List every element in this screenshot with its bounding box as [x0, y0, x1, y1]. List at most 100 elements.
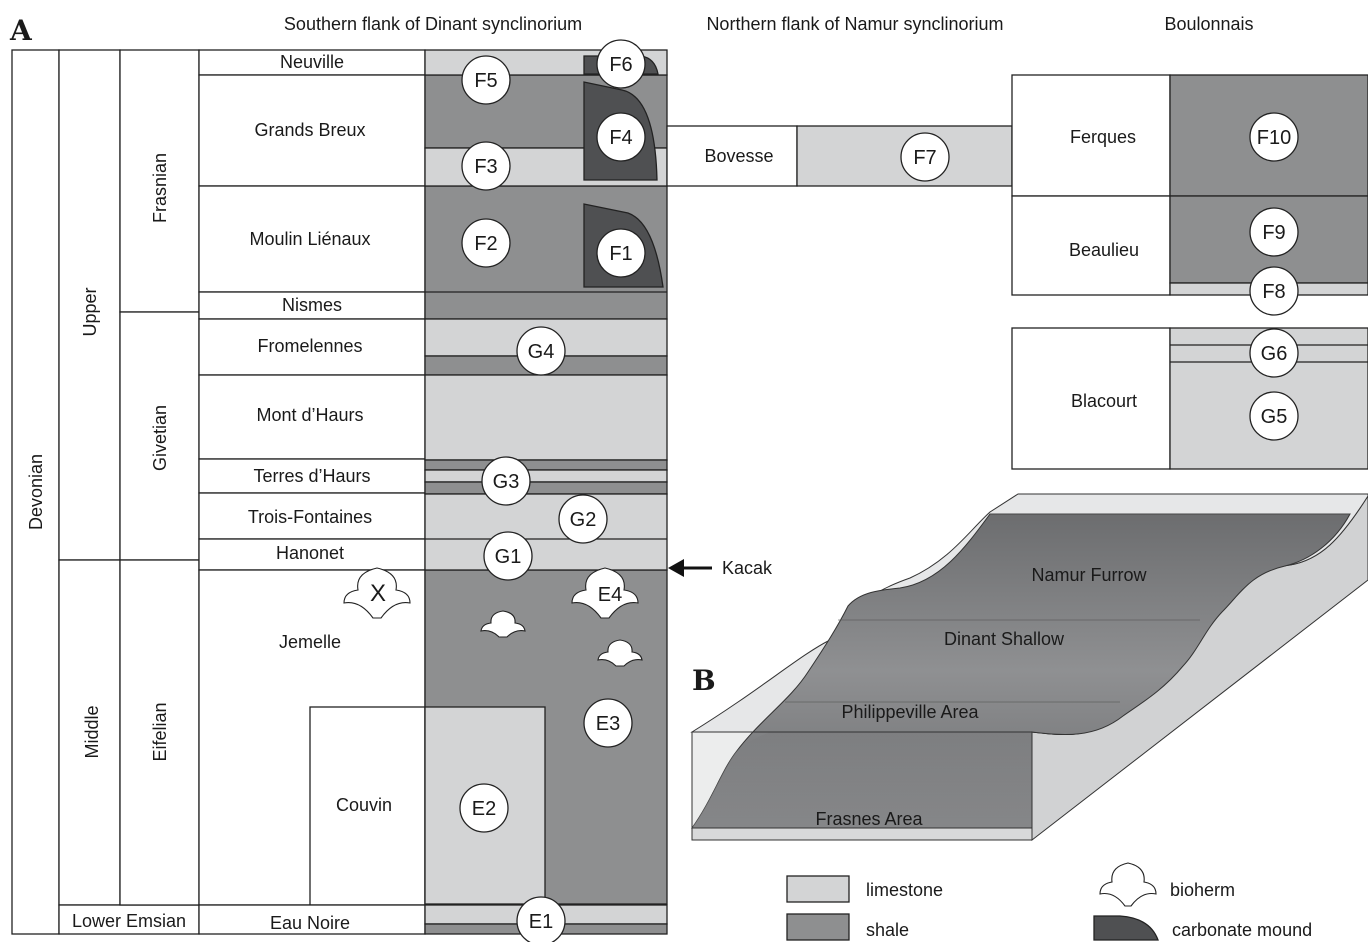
formation-beaulieu: Beaulieu [1069, 240, 1139, 260]
panel-b-label: B [692, 664, 716, 697]
svg-text:F3: F3 [474, 156, 497, 178]
formation-mont-dhaurs: Mont d’Haurs [256, 405, 363, 425]
svg-text:E4: E4 [598, 584, 622, 606]
header-namur: Northern flank of Namur synclinorium [706, 14, 1003, 34]
svg-text:F5: F5 [474, 70, 497, 92]
site-marker-f5: F5 [461, 55, 511, 105]
series-middle-cell [58, 559, 121, 906]
site-marker-f8: F8 [1249, 266, 1299, 316]
bioherm-large-x [343, 567, 411, 619]
block-label-namur-furrow: Namur Furrow [1031, 565, 1147, 585]
site-marker-f10: F10 [1249, 112, 1299, 162]
system-label: Devonian [26, 454, 46, 530]
site-marker-g4: G4 [516, 326, 566, 376]
svg-text:F4: F4 [609, 127, 632, 149]
svg-text:F8: F8 [1262, 281, 1285, 303]
formation-moulin-lienaux: Moulin Liénaux [249, 229, 370, 249]
bioherm-small [597, 639, 643, 667]
lower-emsian-label: Lower Emsian [72, 911, 186, 931]
series-upper-cell [58, 49, 121, 561]
svg-text:E2: E2 [472, 798, 496, 820]
site-marker-x: X [370, 580, 386, 607]
formation-jemelle: Jemelle [279, 632, 341, 652]
site-marker-g6: G6 [1249, 328, 1299, 378]
lithology-column [424, 49, 668, 935]
stage-givetian-cell [119, 311, 200, 561]
formation-bovesse: Bovesse [704, 146, 773, 166]
kacak-marker: Kacak [668, 558, 773, 578]
site-marker-f3: F3 [461, 141, 511, 191]
formation-nismes: Nismes [282, 295, 342, 315]
formation-fromelennes: Fromelennes [257, 336, 362, 356]
stage-eifelian-label: Eifelian [150, 702, 170, 761]
svg-text:F2: F2 [474, 233, 497, 255]
site-marker-f1: F1 [596, 228, 646, 278]
panel-a-label: A [9, 14, 33, 47]
namur-section: Bovesse [666, 125, 1013, 187]
svg-text:G5: G5 [1261, 406, 1288, 428]
svg-text:G3: G3 [493, 471, 520, 493]
block-diagram: B Namur Furrow Dinant Shallow Philippevi… [690, 493, 1368, 842]
block-label-philippeville: Philippeville Area [841, 702, 979, 722]
legend-shale-swatch [786, 913, 850, 941]
formation-terres-dhaurs: Terres d’Haurs [253, 466, 370, 486]
svg-text:G1: G1 [495, 546, 522, 568]
svg-text:E1: E1 [529, 911, 553, 933]
bioherm-large-e4 [571, 567, 639, 619]
series-middle-label: Middle [82, 705, 102, 758]
formation-grands-breux: Grands Breux [254, 120, 365, 140]
site-marker-g2: G2 [558, 494, 608, 544]
svg-text:G2: G2 [570, 509, 597, 531]
formation-ferques: Ferques [1070, 127, 1136, 147]
site-marker-e3: E3 [583, 698, 633, 748]
block-label-frasnes: Frasnes Area [815, 809, 923, 829]
legend-shale-label: shale [866, 920, 909, 940]
legend-carbonate-mound-label: carbonate mound [1172, 920, 1312, 940]
legend-limestone-label: limestone [866, 880, 943, 900]
boulonnais-section: Ferques Beaulieu Blacourt [1011, 74, 1368, 470]
legend: limestone shale bioherm carbonate mound [786, 862, 1312, 941]
system-column [11, 49, 60, 935]
site-marker-f6: F6 [596, 39, 646, 89]
header-boulonnais: Boulonnais [1164, 14, 1253, 34]
svg-text:E3: E3 [596, 713, 620, 735]
formation-column: Neuville Grands Breux Moulin Liénaux Nis… [198, 49, 426, 935]
formation-neuville: Neuville [280, 52, 344, 72]
site-marker-g5: G5 [1249, 391, 1299, 441]
kacak-label: Kacak [722, 558, 773, 578]
header-dinant: Southern flank of Dinant synclinorium [284, 14, 582, 34]
formation-eau-noire: Eau Noire [270, 913, 350, 933]
site-marker-g3: G3 [481, 456, 531, 506]
legend-bioherm-label: bioherm [1170, 880, 1235, 900]
site-marker-g1: G1 [483, 531, 533, 581]
legend-limestone-swatch [786, 875, 850, 903]
stage-frasnian-cell [119, 49, 200, 313]
bioherm-small [480, 610, 526, 638]
bioherms [343, 567, 643, 667]
block-label-dinant-shallow: Dinant Shallow [944, 629, 1065, 649]
svg-text:F6: F6 [609, 54, 632, 76]
site-markers: F5 F6 F4 F3 F2 F1 G4 G3 G2 G1 X E4 E3 E2… [370, 39, 1299, 942]
formation-hanonet: Hanonet [276, 543, 344, 563]
stage-eifelian-cell [119, 559, 200, 906]
stage-frasnian-label: Frasnian [150, 153, 170, 223]
site-marker-f4: F4 [596, 112, 646, 162]
svg-text:F1: F1 [609, 243, 632, 265]
svg-text:X: X [370, 580, 386, 607]
site-marker-f7: F7 [900, 132, 950, 182]
site-marker-e2: E2 [459, 783, 509, 833]
legend-bioherm-icon [1099, 862, 1157, 907]
formation-trois-fontaines: Trois-Fontaines [248, 507, 372, 527]
formation-blacourt: Blacourt [1071, 391, 1137, 411]
site-marker-f2: F2 [461, 218, 511, 268]
svg-text:F10: F10 [1257, 127, 1291, 149]
series-upper-label: Upper [80, 287, 100, 336]
svg-text:G4: G4 [528, 341, 555, 363]
site-marker-e4: E4 [598, 584, 622, 606]
formation-couvin: Couvin [336, 795, 392, 815]
legend-carbonate-mound-icon [1093, 915, 1159, 941]
stage-givetian-label: Givetian [150, 405, 170, 471]
site-marker-f9: F9 [1249, 207, 1299, 257]
chrono-columns: Devonian Upper Middle Lower Emsian Frasn… [11, 49, 200, 935]
